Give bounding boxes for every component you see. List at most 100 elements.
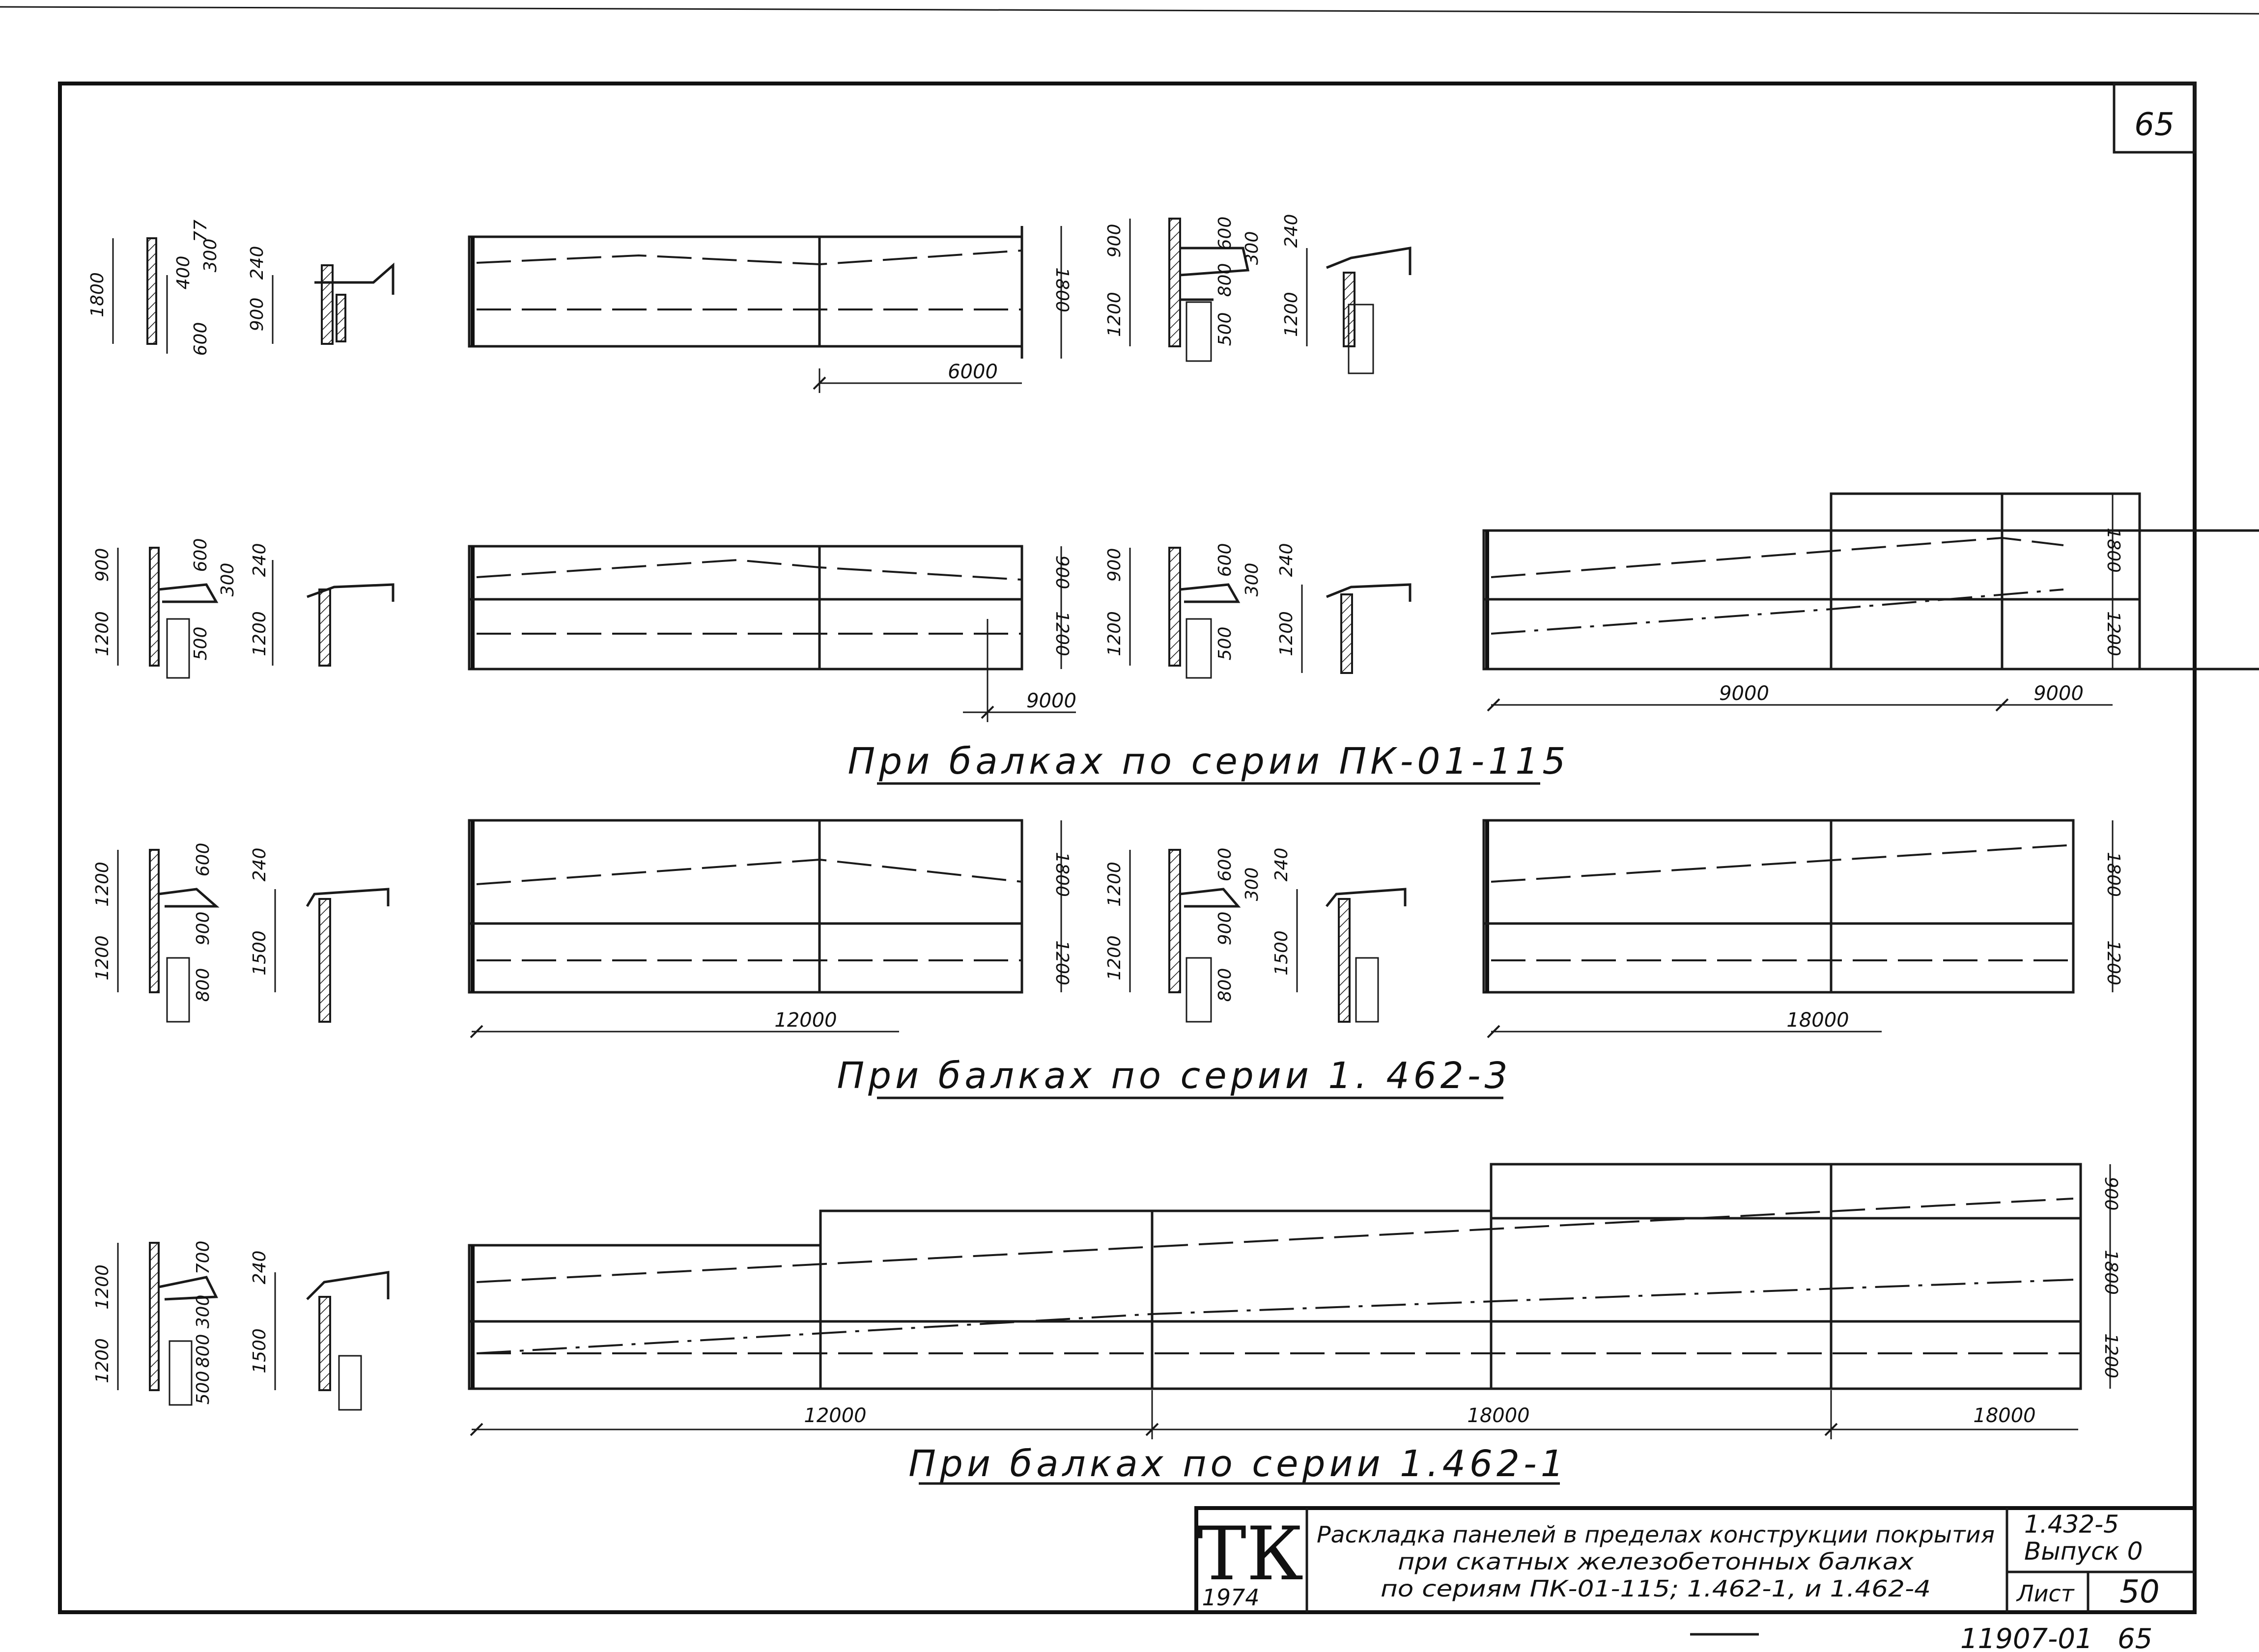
row2-dim-300b: 300 [1242, 563, 1262, 597]
row3-detail-b: 240 1500 [250, 848, 390, 1023]
row4-span-18000-b: 18000 [1973, 1404, 2035, 1427]
row3-layout: 12000 1800 1200 [468, 819, 1072, 1038]
title-block-sheet-label: Лист [2016, 1580, 2075, 1607]
stamp-number: 11907-01 [1960, 1623, 2093, 1652]
row2-detail-d: 240 1200 [1276, 543, 1412, 674]
row1-dim-1800: 1800 [87, 272, 108, 317]
row1-span-6000: 6000 [948, 361, 998, 383]
title-block-line3: по сериям ПК-01-115; 1.462-1, и 1.462-4 [1381, 1575, 1931, 1602]
row1-dim-1200: 1200 [1104, 292, 1125, 337]
row4-dim-1200: 1200 [92, 1264, 113, 1310]
row2-span-9000-a: 9000 [1026, 690, 1076, 712]
row3-dim-1200: 1200 [92, 862, 113, 907]
row4-dim-300: 300 [193, 1295, 213, 1329]
row1-dim-600b: 600 [1215, 217, 1235, 251]
row2-dim-1200c: 1200 [1104, 611, 1125, 656]
row1-detail-d: 240 1200 [1281, 214, 1412, 374]
row3-dim-240: 240 [250, 848, 270, 882]
row4-dim-240: 240 [250, 1251, 270, 1285]
row2-dim-1200: 1200 [92, 611, 113, 656]
row1-dim-300b: 300 [1242, 231, 1262, 265]
row2-dim-1200d: 1200 [1276, 611, 1297, 656]
row4-detail-b: 240 1500 [250, 1251, 390, 1411]
row2-dim-500: 500 [191, 627, 211, 661]
row2-dim-900: 900 [92, 548, 113, 582]
row3-height-1200b: 1200 [2103, 940, 2123, 985]
row1-dim-800: 800 [1215, 263, 1235, 297]
row3-detail-d: 240 1500 [1271, 848, 1407, 1023]
title-block: ТК 1974 Раскладка панелей в пределах кон… [1194, 1506, 2197, 1614]
row4-dim-1200b: 1200 [92, 1338, 113, 1383]
row3-dim-240b: 240 [1271, 848, 1292, 882]
row1-dim-300: 300 [200, 239, 221, 273]
row3-dim-900: 900 [193, 912, 213, 946]
row4-height-900: 900 [2101, 1177, 2121, 1211]
row3-dim-800: 800 [193, 968, 213, 1002]
title-block-logo: ТК [1197, 1512, 1303, 1597]
row1-dim-77: 77 [191, 220, 211, 242]
row1-dim-600: 600 [191, 322, 211, 356]
section-title-1-462-3: При балках по серии 1. 462-3 [837, 1055, 1511, 1097]
row2-detail-a: 900 1200 600 300 500 [92, 538, 238, 679]
row1-dim-400: 400 [173, 256, 194, 290]
row2-detail-b: 240 1200 [250, 543, 395, 667]
row1-dim-500: 500 [1215, 312, 1235, 346]
row2-dim-300: 300 [218, 563, 238, 597]
title-block-sheet-no: 50 [2119, 1574, 2159, 1610]
row2-dim-600: 600 [191, 538, 211, 572]
row3-dim-900b: 900 [1215, 912, 1235, 946]
row1-detail-a: 1800 400 77 300 600 [87, 220, 221, 356]
row1-dim-240: 240 [247, 246, 267, 280]
title-block-line1: Раскладка панелей в пределах конструкции… [1317, 1521, 1995, 1548]
section-title-1-462-1: При балках по серии 1.462-1 [908, 1443, 1568, 1485]
row4-height-1800: 1800 [2101, 1250, 2121, 1295]
section-title-pk-01-115: При балках по серии ПК-01-115 [848, 740, 1570, 783]
row1-dim-1200b: 1200 [1281, 292, 1301, 337]
row3-span-12000: 12000 [774, 1009, 837, 1032]
row2-dim-900b: 900 [1104, 548, 1125, 582]
row1-height-1800: 1800 [1052, 267, 1072, 312]
row1-detail-b: 240 900 [247, 246, 395, 345]
sheet-frame [58, 82, 2197, 1614]
row3-dim-600: 600 [193, 843, 213, 877]
row2-height-1200b: 1200 [2103, 611, 2123, 656]
stamp-page: 65 [2118, 1623, 2152, 1652]
row2-dim-500b: 500 [1215, 627, 1235, 661]
row3-span-18000: 18000 [1786, 1009, 1849, 1032]
row1-dim-900b: 900 [1104, 224, 1125, 258]
row4-detail-a: 1200 1200 700 300 800 500 [92, 1241, 218, 1406]
row3-detail-c: 1200 1200 600 300 900 800 [1104, 848, 1262, 1023]
row1-dim-240b: 240 [1281, 214, 1301, 248]
row4-span-18000: 18000 [1467, 1404, 1529, 1427]
corner-number: 65 [2134, 107, 2174, 143]
row3-dim-1200b: 1200 [92, 935, 113, 980]
row2-height-1800: 1800 [2103, 528, 2123, 573]
row2-layout: 9000 900 1200 [468, 545, 1076, 722]
row4-span-12000: 12000 [804, 1404, 866, 1427]
row4-layout: 12000 18000 18000 900 1800 1200 [468, 1163, 2121, 1439]
row2-height-900: 900 [1052, 556, 1072, 589]
row3-dim-300b: 300 [1242, 868, 1262, 901]
row3-dim-600b: 600 [1215, 848, 1235, 882]
title-block-year: 1974 [1202, 1584, 1259, 1611]
row3-dim-800b: 800 [1215, 968, 1235, 1002]
row3-height-1800: 1800 [1052, 852, 1072, 897]
row4-dim-500: 500 [193, 1371, 213, 1405]
row1-layout: 6000 1800 [468, 226, 1072, 393]
row3-dim-1500: 1500 [250, 930, 270, 976]
row2-span-9000-b: 9000 [1719, 682, 1769, 705]
row2-dim-240: 240 [250, 543, 270, 577]
row3-height-1200: 1200 [1052, 940, 1072, 985]
row3-layout-2: 18000 1800 1200 [1482, 819, 2123, 1038]
row2-height-1200: 1200 [1052, 611, 1072, 656]
row3-dim-1500b: 1500 [1271, 930, 1292, 976]
row4-dim-700: 700 [193, 1241, 213, 1275]
title-block-issue: Выпуск 0 [2024, 1537, 2143, 1566]
row2-span-9000-c: 9000 [2033, 682, 2084, 705]
row2-layout-2: 9000 9000 1800 1200 [1482, 492, 2259, 712]
row1-dim-900: 900 [247, 298, 267, 332]
title-block-line2: при скатных железобетонных балках [1398, 1548, 1914, 1575]
title-block-series: 1.432-5 [2024, 1510, 2119, 1539]
row3-dim-1200d: 1200 [1104, 935, 1125, 980]
